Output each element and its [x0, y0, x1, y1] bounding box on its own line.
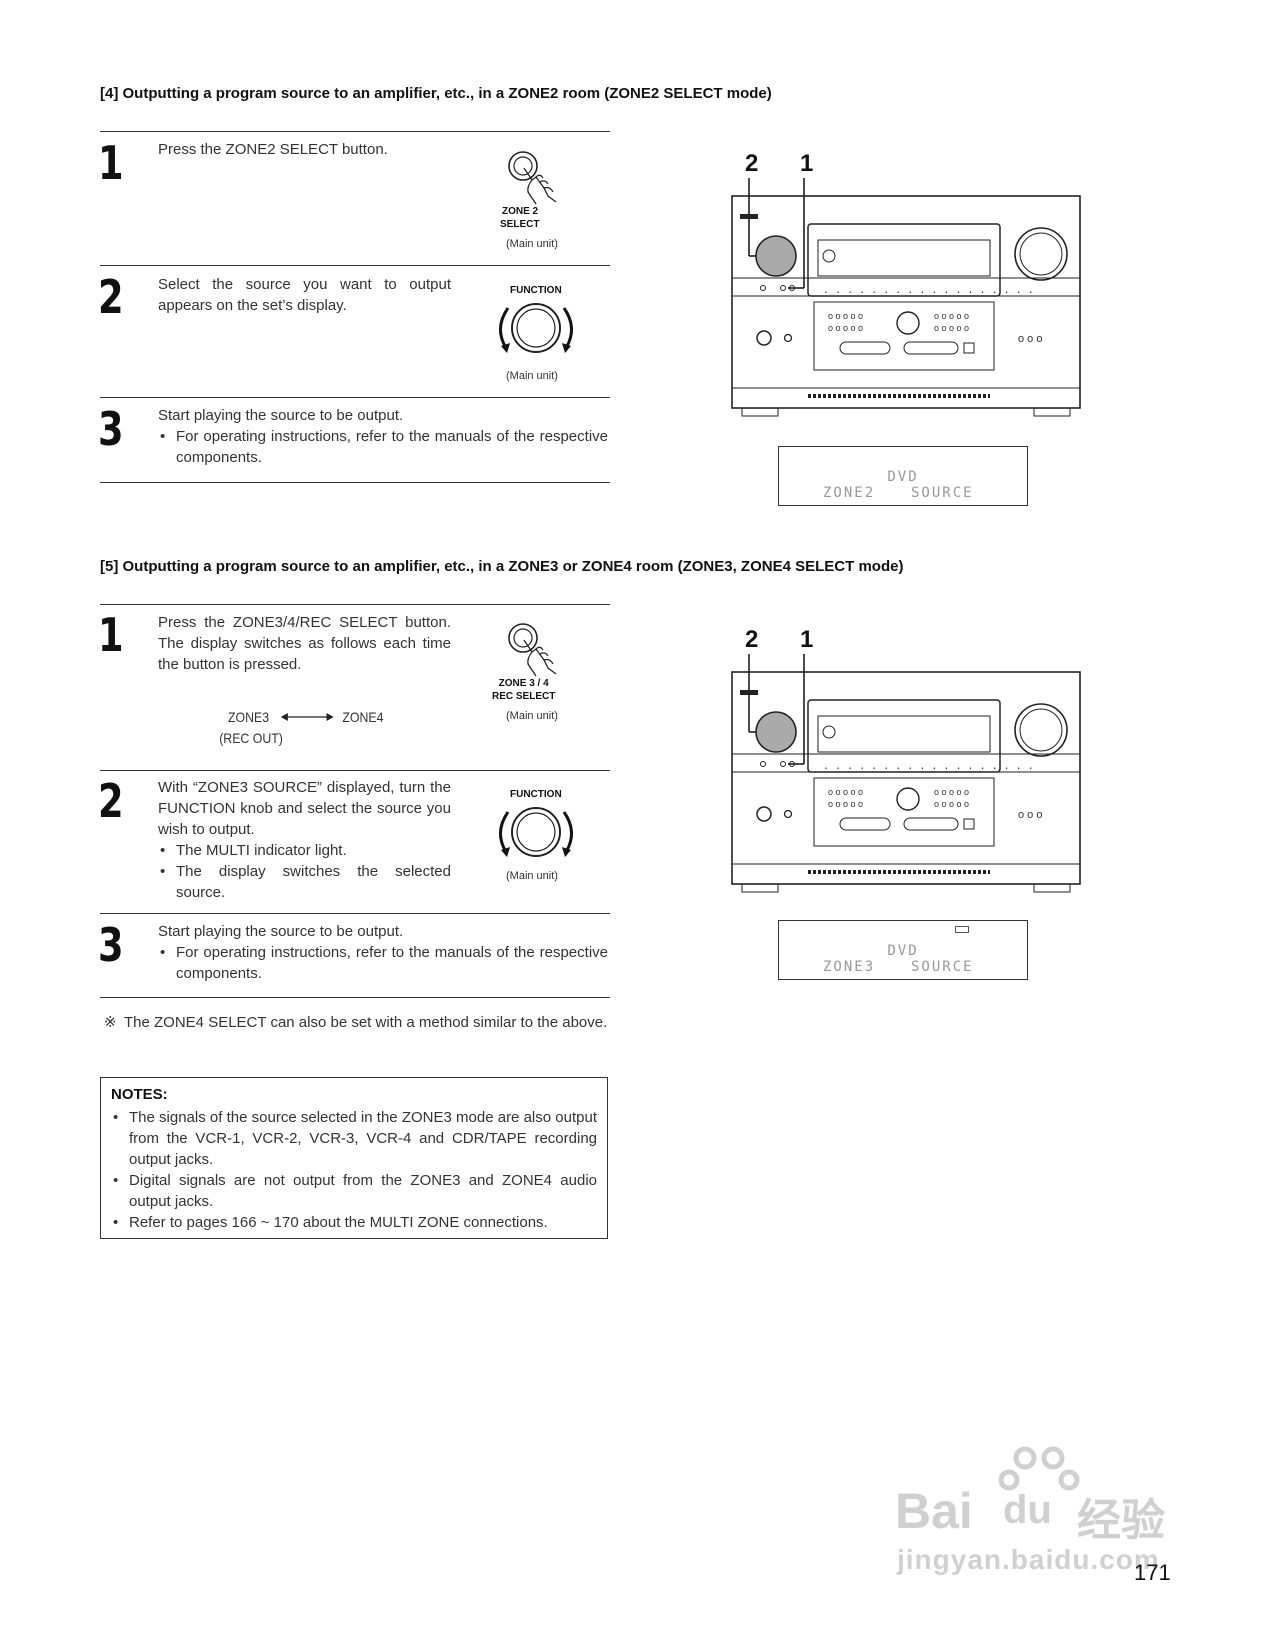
function-knob-label: FUNCTION [510, 789, 562, 800]
sequence-rec-out: (REC OUT) [219, 730, 283, 746]
function-knob-label: FUNCTION [510, 285, 562, 296]
divider [100, 997, 610, 998]
svg-text:. . . . . . . . . . . . . . .: . . . . . . . . . . . . . . . . . . [823, 761, 1034, 772]
svg-text:o o o: o o o [1018, 333, 1042, 345]
callout-number: 2 [745, 150, 759, 177]
button-label-line2: SELECT [500, 219, 540, 230]
step-text: With “ZONE3 SOURCE” displayed, turn the … [158, 777, 451, 903]
svg-text:o o o: o o o [1018, 809, 1042, 821]
function-knob-icon [499, 303, 573, 353]
paw-logo-icon [998, 1446, 1080, 1491]
svg-text:. . . . . . . . . . . . . . .: . . . . . . . . . . . . . . . . . . [823, 285, 1034, 296]
step-text: Press the ZONE2 SELECT button. [158, 141, 388, 158]
step-bullet: The MULTI indicator light. [158, 840, 451, 861]
display-line2-right: SOURCE [911, 485, 974, 501]
button-label-line2: REC SELECT [492, 691, 556, 702]
section4-title: [4] Outputting a program source to an am… [100, 85, 772, 102]
button-label-line1: ZONE 2 [502, 206, 539, 217]
svg-text:o o o o o: o o o o o [828, 311, 863, 321]
callout-number: 1 [800, 150, 814, 177]
svg-text:o o o o o: o o o o o [828, 787, 863, 797]
step-number: 2 [98, 270, 124, 324]
double-arrow-icon [280, 713, 334, 721]
zone2-select-label: ZONE 2 SELECT [500, 205, 540, 231]
step-text: Start playing the source to be output. F… [158, 405, 608, 468]
divider [100, 265, 610, 266]
note-item: Digital signals are not output from the … [111, 1170, 597, 1212]
step-number: 3 [98, 402, 124, 456]
press-button-icon [508, 623, 557, 677]
svg-text:o o o o o: o o o o o [934, 311, 969, 321]
svg-text:o o o o o: o o o o o [828, 799, 863, 809]
divider [100, 482, 610, 483]
divider [100, 770, 610, 771]
step-text: Press the ZONE3/4/REC SELECT button. The… [158, 614, 451, 673]
notes-box: NOTES: The signals of the source selecte… [100, 1077, 608, 1239]
display-line1: DVD [887, 943, 919, 959]
main-unit-caption: (Main unit) [506, 870, 558, 882]
divider [100, 397, 610, 398]
step-line: Start playing the source to be output. [158, 923, 404, 940]
watermark-bai: Bai [895, 1483, 973, 1539]
step-number: 1 [98, 136, 124, 190]
divider [100, 913, 610, 914]
button-label-line1: ZONE 3 / 4 [498, 678, 549, 689]
callout-number: 2 [745, 626, 759, 653]
multi-indicator-icon [955, 926, 969, 933]
step-bullet: For operating instructions, refer to the… [158, 942, 608, 984]
step-bullet: For operating instructions, refer to the… [158, 426, 608, 468]
sequence-zone4: ZONE4 [342, 709, 384, 725]
step-number: 2 [98, 774, 124, 828]
remark: ※ The ZONE4 SELECT can also be set with … [104, 1012, 610, 1033]
press-button-icon [508, 151, 557, 205]
main-unit-caption: (Main unit) [506, 238, 558, 250]
sequence-zone3: ZONE3 [228, 709, 270, 725]
function-knob-icon [499, 807, 573, 857]
display-line2-left: ZONE2 [823, 485, 876, 501]
notes-list: The signals of the source selected in th… [111, 1107, 597, 1233]
receiver-front-panel-illustration: . . . . . . . . . . . . . . . . . . o o … [731, 654, 1081, 893]
display-line2-left: ZONE3 [823, 959, 876, 975]
reference-mark-icon: ※ [104, 1014, 117, 1031]
step-line: Start playing the source to be output. [158, 407, 404, 424]
display-line2-right: SOURCE [911, 959, 974, 975]
front-display-zone3: DVD ZONE3 SOURCE [778, 920, 1028, 980]
svg-text:o o o o o: o o o o o [934, 323, 969, 333]
baidu-watermark: Bai du 经验 jingyan.baidu.com [895, 1440, 1195, 1580]
front-display-zone2: DVD ZONE2 SOURCE [778, 446, 1028, 506]
divider [100, 131, 610, 132]
step-line: With “ZONE3 SOURCE” displayed, turn the … [158, 779, 451, 838]
watermark-jingyan: 经验 [1077, 1496, 1165, 1545]
page-number: 171 [1134, 1560, 1171, 1585]
step-number: 1 [98, 608, 124, 662]
svg-text:o o o o o: o o o o o [934, 799, 969, 809]
step-bullet: The display switches the selected source… [158, 861, 451, 903]
main-unit-caption: (Main unit) [506, 710, 558, 722]
svg-text:o o o o o: o o o o o [828, 323, 863, 333]
main-unit-caption: (Main unit) [506, 370, 558, 382]
receiver-front-panel-illustration: . . . . . . . . . . . . . . . . . . o o … [731, 178, 1081, 417]
divider [100, 604, 610, 605]
section5-title: [5] Outputting a program source to an am… [100, 558, 904, 575]
watermark-du: du [1003, 1488, 1052, 1532]
watermark-url: jingyan.baidu.com [897, 1544, 1160, 1575]
notes-title: NOTES: [111, 1086, 168, 1103]
step-number: 3 [98, 918, 124, 972]
step-text: Start playing the source to be output. F… [158, 921, 608, 984]
display-line1: DVD [887, 469, 919, 485]
callout-number: 1 [800, 626, 814, 653]
note-item: The signals of the source selected in th… [111, 1107, 597, 1170]
remark-text: The ZONE4 SELECT can also be set with a … [124, 1014, 608, 1031]
note-item: Refer to pages 166 ~ 170 about the MULTI… [111, 1212, 597, 1233]
step-text: Select the source you want to output app… [158, 276, 451, 314]
svg-text:o o o o o: o o o o o [934, 787, 969, 797]
zone34-rec-select-label: ZONE 3 / 4 REC SELECT [492, 677, 555, 703]
